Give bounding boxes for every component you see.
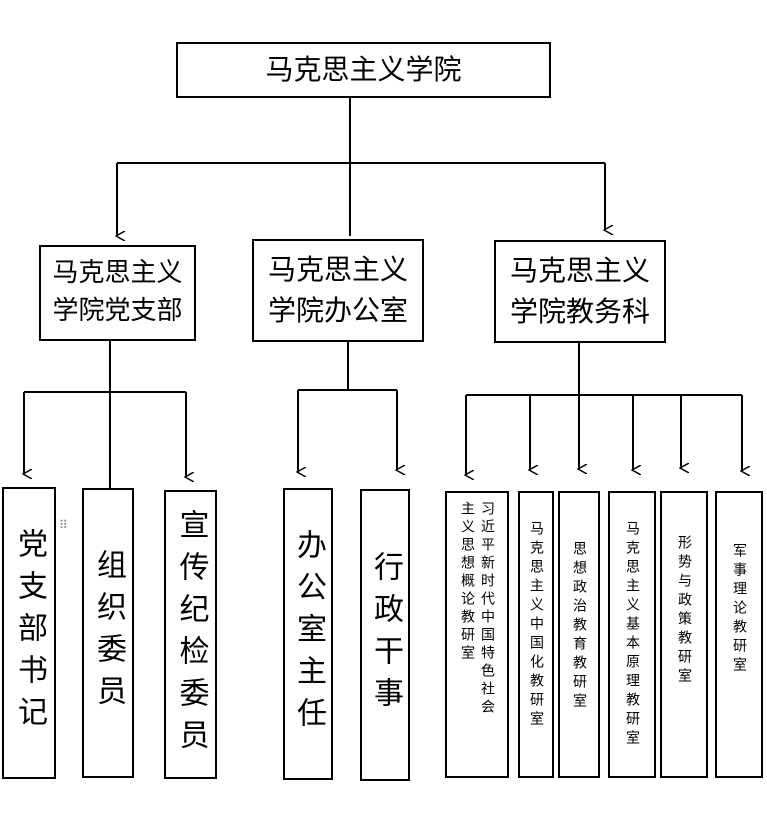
unit-sinicization: 马克思主义中国化教研室 (518, 491, 554, 778)
unit-military-theory: 军事理论教研室 (715, 491, 763, 778)
unit-situation-policy-label: 形势与政策教研室 (676, 535, 692, 687)
drag-handle-icon: ⠿ (59, 518, 68, 532)
unit-ideological-education-label: 思想政治教育教研室 (571, 541, 587, 712)
unit-military-theory-label: 军事理论教研室 (731, 543, 747, 676)
dept-party-branch-line1: 马克思主义 (52, 258, 183, 289)
dept-office-line2: 学院办公室 (267, 293, 408, 327)
dept-party-branch-line2: 学院党支部 (52, 296, 183, 326)
role-admin-staff-label: 行政干事 (368, 551, 403, 719)
dept-teaching-affairs: 马克思主义 学院教务科 (494, 240, 666, 343)
dept-teaching-affairs-line1: 马克思主义 (509, 253, 650, 287)
role-publicity-discipline: 宣传纪检委员 (164, 490, 217, 779)
unit-basic-principles: 马克思主义基本原理教研室 (608, 491, 656, 778)
root-label: 马克思主义学院 (265, 52, 462, 86)
role-office-director: 办公室主任 (283, 488, 333, 780)
dept-teaching-affairs-line2: 学院教务科 (509, 294, 650, 328)
role-party-secretary-label: 党支部书记 (12, 528, 47, 738)
unit-basic-principles-label: 马克思主义基本原理教研室 (624, 521, 640, 749)
role-publicity-discipline-label: 宣传纪检委员 (173, 508, 209, 761)
unit-sinicization-label: 马克思主义中国化教研室 (528, 521, 544, 730)
unit-xi-thought: 习近平新时代中国特色社会主义思想概论教研室 (445, 491, 509, 778)
role-party-secretary: 党支部书记 (2, 487, 56, 779)
role-organization-label: 组织委员 (91, 549, 126, 717)
role-admin-staff: 行政干事 (360, 489, 410, 781)
unit-ideological-education: 思想政治教育教研室 (558, 491, 600, 778)
role-office-director-label: 办公室主任 (291, 529, 326, 739)
unit-situation-policy: 形势与政策教研室 (660, 491, 708, 778)
unit-xi-thought-label: 习近平新时代中国特色社会主义思想概论教研室 (459, 501, 495, 717)
dept-office-line1: 马克思主义 (267, 252, 408, 286)
dept-office: 马克思主义 学院办公室 (252, 239, 424, 342)
role-organization: 组织委员 (82, 488, 134, 778)
root-node: 马克思主义学院 (176, 42, 551, 98)
dept-party-branch: 马克思主义 学院党支部 (39, 245, 196, 341)
